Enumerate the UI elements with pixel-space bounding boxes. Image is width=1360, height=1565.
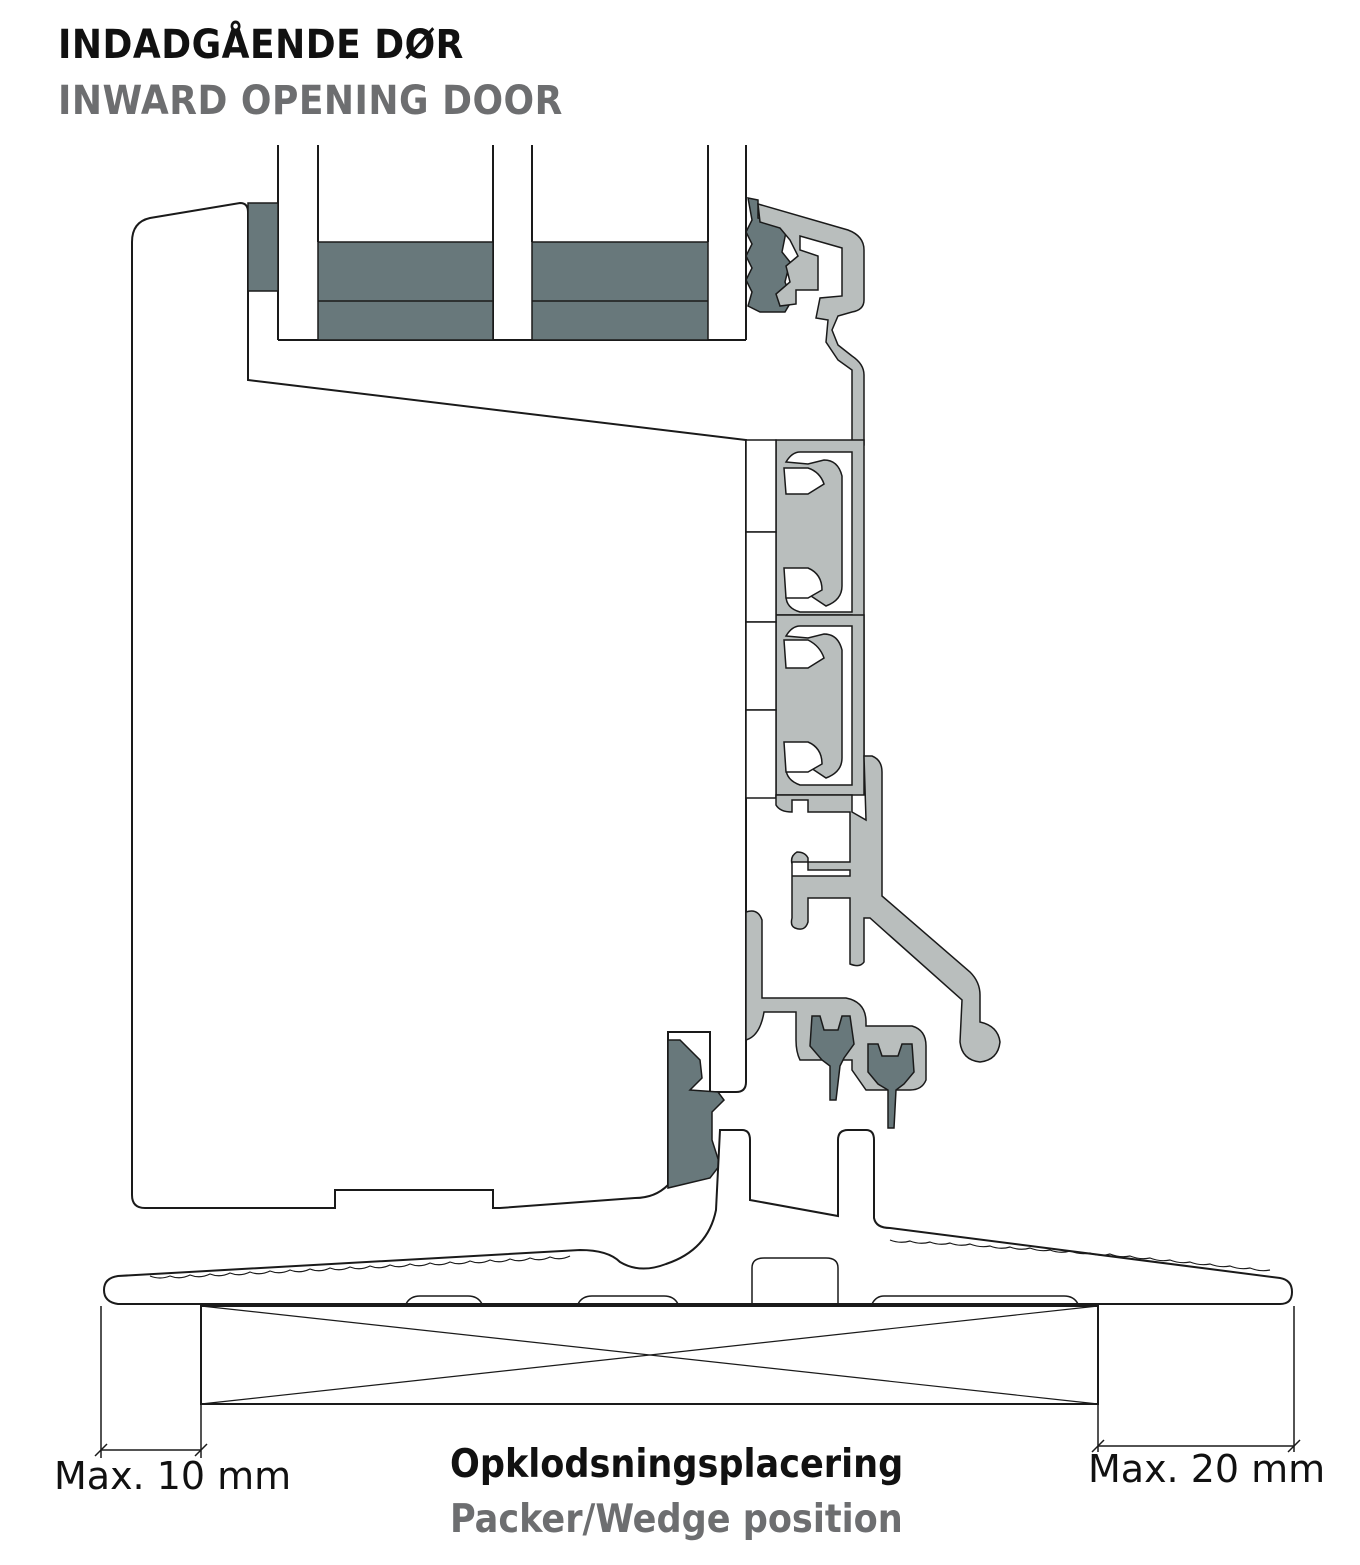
dimension-lines	[94, 1306, 1301, 1458]
caption-danish: Opklodsningsplacering	[450, 1442, 904, 1487]
aluminium-frame-lower	[745, 910, 927, 1091]
frame-gasket-1	[809, 1015, 855, 1101]
dimension-label-right: Max. 20 mm	[1088, 1447, 1326, 1491]
threshold-weather-seal	[667, 1039, 725, 1189]
door-sash-profile	[131, 201, 747, 1209]
aluminium-glazing-bead	[757, 202, 865, 449]
caption-english: Packer/Wedge position	[450, 1497, 903, 1542]
title-danish: INDADGÅENDE DØR	[58, 22, 464, 68]
frame-gasket-2	[867, 1043, 915, 1129]
glass-spacer-left	[317, 241, 494, 341]
glazing-gasket-inner	[247, 202, 279, 292]
aluminium-drip-profile	[775, 755, 1001, 1063]
glass-spacer-right	[531, 241, 709, 341]
title-english: INWARD OPENING DOOR	[58, 78, 563, 124]
dimension-label-left: Max. 10 mm	[54, 1454, 292, 1498]
cladding-spacer-blocks	[745, 439, 777, 799]
packer-wedge	[200, 1305, 1099, 1405]
threshold-profile	[102, 1128, 1294, 1305]
threshold-ribs	[149, 1239, 1271, 1279]
threshold-channel-centre	[751, 1257, 839, 1304]
